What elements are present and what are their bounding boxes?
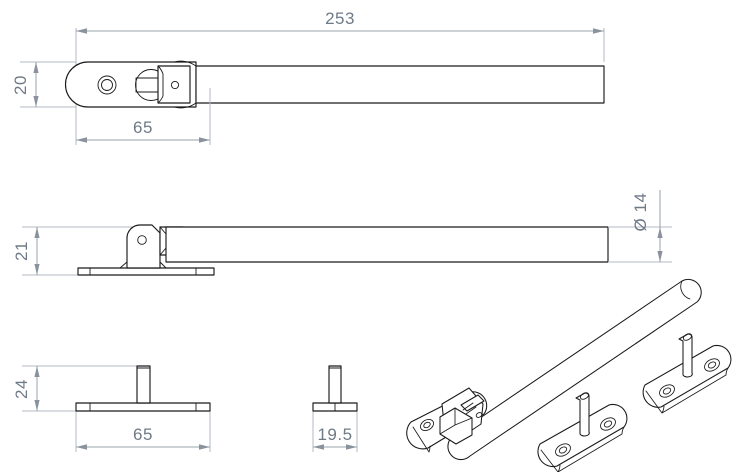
iso-arm-cap-edge [680, 280, 691, 300]
dim-arrow-65bot-right [199, 444, 210, 450]
top-view-screw-hole-outer [97, 75, 117, 95]
dim-arrow-195-left [313, 444, 324, 450]
iso-arm-bar [447, 278, 702, 461]
iso-mount-pin-b [678, 333, 693, 378]
iso-plate-b-hole-1-inner [662, 387, 672, 395]
iso-hinge-plate-edge [412, 426, 431, 453]
side-view-base-plate [77, 267, 215, 276]
bracket-side-pin [328, 365, 342, 404]
dim-label-20: 20 [11, 75, 30, 95]
iso-plate-a-hole-2-inner [603, 420, 613, 428]
dim-label-diameter: Ø 14 [631, 193, 650, 232]
top-view-blend-upper [173, 60, 197, 67]
side-view: 21 Ø 14 [12, 190, 672, 276]
side-view-pivot-hole [137, 235, 147, 245]
dim-arrow-195-right [346, 444, 357, 450]
iso-plate-b-hole-1-outer [659, 384, 675, 398]
dim-label-65-bottom: 65 [133, 425, 153, 444]
iso-mount-plate-b-thickness [645, 367, 729, 414]
top-view-pivot-block-curve [157, 65, 164, 104]
isometric-view [406, 278, 732, 472]
dim-arrow-65bot-left [76, 444, 87, 450]
dim-arrow-dia-bottom [657, 251, 663, 262]
top-view-pivot-pin-hole [170, 80, 180, 90]
iso-mount-pin-a-top [579, 392, 590, 400]
dim-arrow-65top-left [76, 137, 87, 143]
dim-arrow-253-left [76, 28, 87, 34]
dim-arrow-21-top [34, 227, 40, 238]
dim-label-65-top: 65 [133, 118, 153, 137]
iso-knuckle-tab-lines [462, 402, 477, 415]
iso-mount-pin-b-top [682, 333, 693, 341]
side-view-rod [165, 226, 609, 263]
bracket-front-pin [136, 365, 151, 404]
iso-hinge-screw-hole [420, 419, 434, 431]
iso-plate-b-hole-2-inner [707, 361, 717, 369]
iso-mount-pin-a [575, 392, 590, 437]
bracket-front-plate [75, 402, 211, 412]
iso-plate-a-hole-1-inner [558, 446, 568, 454]
dim-label-253: 253 [325, 9, 355, 28]
dim-arrow-20-bottom [33, 96, 39, 107]
top-view-screw-hole-inner [101, 79, 113, 91]
dim-label-24: 24 [12, 379, 31, 399]
iso-plate-a-hole-1-outer [555, 443, 571, 457]
dim-arrow-24-top [34, 366, 40, 377]
bracket-front-view: 24 65 [12, 365, 211, 452]
top-view-blend-lower [173, 102, 197, 109]
dim-arrow-65top-right [199, 137, 210, 143]
top-view: 253 20 65 [11, 9, 605, 145]
iso-plate-b-hole-2-outer [704, 358, 720, 372]
dim-arrow-21-bottom [34, 264, 40, 275]
dim-label-195: 19.5 [317, 425, 352, 444]
side-view-hinge-lug [126, 224, 161, 269]
dim-arrow-253-right [593, 28, 604, 34]
iso-plate-a-hole-2-outer [600, 417, 616, 431]
dim-arrow-20-top [33, 62, 39, 73]
dim-label-21: 21 [12, 241, 31, 261]
bracket-side-view: 19.5 [312, 365, 358, 452]
top-view-pivot-block [157, 65, 191, 104]
iso-knuckle-cap-edges [439, 407, 473, 435]
top-view-arm-bar [195, 65, 605, 104]
dim-arrow-dia-top [657, 227, 663, 238]
dim-arrow-24-bottom [34, 400, 40, 411]
iso-pivot-dot [475, 412, 483, 418]
side-view-lug-flare [119, 261, 167, 269]
iso-hinge-screw-hole-inner [423, 421, 431, 429]
